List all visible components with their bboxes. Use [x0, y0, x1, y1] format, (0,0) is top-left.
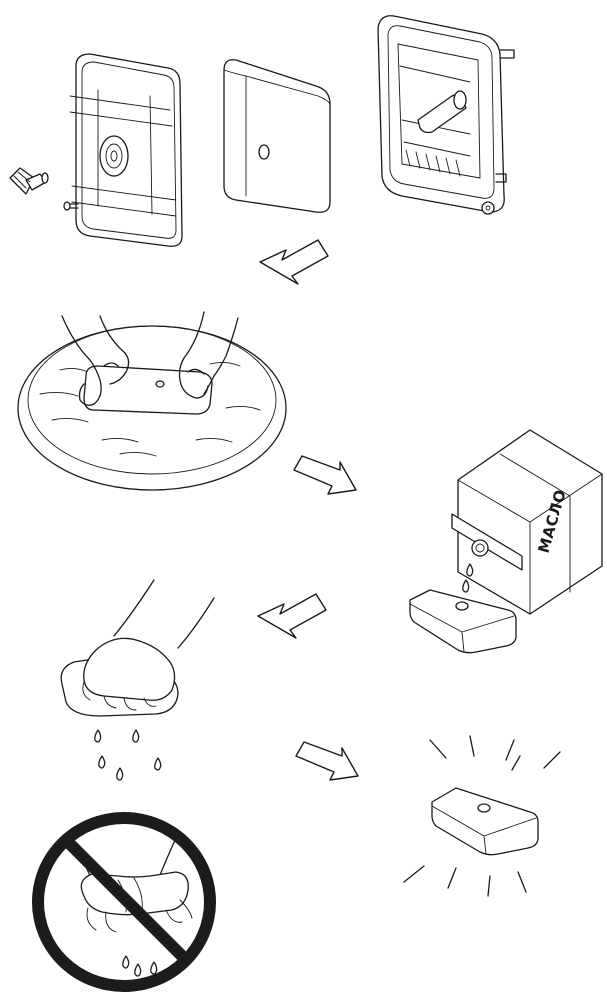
- wing-nut: [10, 168, 48, 194]
- arrow-down-left-2: [258, 594, 326, 638]
- prohibited-wringing: [32, 812, 216, 992]
- arrow-down-right-1: [294, 456, 356, 494]
- oil-container: МАСЛО: [452, 430, 602, 614]
- arrow-down-right-2: [296, 742, 358, 780]
- hand-squeezing-sponge: [61, 580, 214, 716]
- sponge-oil-soaked: [410, 590, 516, 653]
- filter-cover-front: [64, 54, 182, 246]
- filter-housing: [378, 16, 514, 214]
- foam-filter-element: [224, 60, 330, 213]
- arrow-down-left-1: [260, 240, 328, 284]
- sponge-ready: [432, 788, 538, 855]
- water-drops-squeeze: [95, 730, 161, 780]
